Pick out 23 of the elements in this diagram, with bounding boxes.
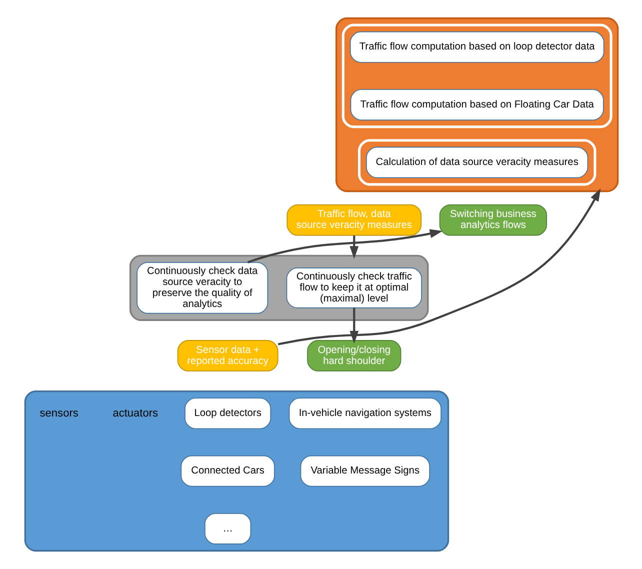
cluster [341, 24, 612, 128]
cluster [24, 390, 449, 552]
label: actuators [112, 407, 158, 420]
arrow [349, 236, 358, 259]
node-box: Continuously check data source veracity to preserve the quality of analytics [136, 262, 268, 314]
label: sensors [39, 407, 78, 420]
node-box: Connected Cars [180, 455, 274, 487]
node-box: Sensor data + reported accuracy [176, 340, 278, 372]
node-box: Traffic flow computation based on loop detector data [349, 31, 604, 63]
node-box: Traffic flow, data source veracity measures [286, 204, 422, 236]
cluster [334, 17, 618, 192]
cluster [357, 139, 596, 186]
cluster [128, 254, 428, 321]
node-box: Variable Message Signs [300, 455, 430, 487]
node-box: In-vehicle navigation systems [288, 398, 441, 430]
arrow [246, 229, 442, 264]
node-box: Loop detectors [184, 398, 271, 430]
node-box: Opening/closing hard shoulder [306, 340, 401, 372]
node-box: Continuously check traffic flow to keep it at optimal (maximal) level [286, 268, 422, 308]
node-box: Switching business analytics flows [438, 204, 547, 236]
node-box: Traffic flow computation based on Floating Car Data [350, 89, 604, 120]
node-box: Calculation of data source veracity measures [366, 146, 588, 178]
node-box: … [204, 513, 251, 544]
